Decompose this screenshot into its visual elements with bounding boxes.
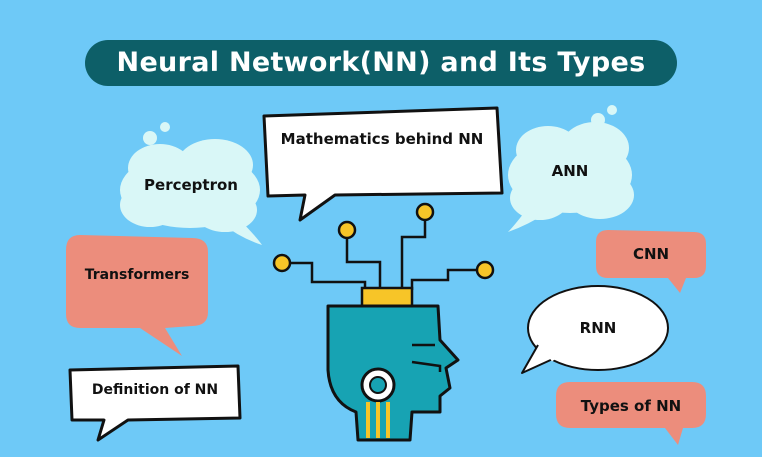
definition-label: Definition of NN [91, 382, 219, 398]
rnn-bubble [521, 285, 669, 374]
types-bubble [556, 382, 706, 445]
definition-bubble [68, 364, 242, 442]
types-label: Types of NN [580, 397, 682, 415]
perceptron-cloud [120, 122, 262, 245]
circuit-nodes [272, 202, 495, 280]
mathematics-text: Mathematics behind NN [280, 130, 484, 148]
title-banner [85, 40, 677, 86]
cnn-label: CNN [632, 245, 670, 263]
ann-label: ANN [551, 162, 589, 180]
transformers-bubble [66, 235, 208, 356]
robot-head-icon [326, 286, 460, 442]
transformers-label: Transformers [84, 267, 190, 283]
cnn-bubble [596, 230, 706, 293]
mathematics-bubble [262, 106, 504, 222]
circuit-wires [282, 212, 485, 290]
ann-cloud [508, 105, 634, 232]
mathematics-label: Mathematics behind NN [270, 130, 494, 149]
rnn-label: RNN [579, 319, 617, 337]
diagram-title: Neural Network(NN) and Its Types [116, 47, 646, 78]
perceptron-label: Perceptron [144, 176, 238, 194]
